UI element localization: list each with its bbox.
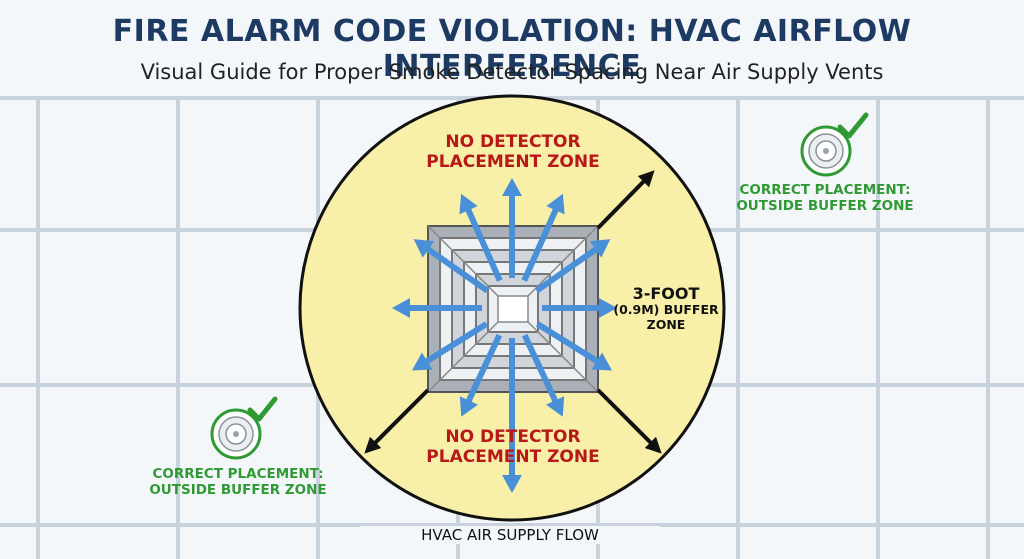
hvac-flow-label: HVAC AIR SUPPLY FLOW	[360, 526, 660, 544]
buffer-arrow-bottom-right	[596, 388, 662, 454]
airflow-arrow-icon	[521, 333, 561, 408]
buffer-radius-arrows	[364, 170, 662, 454]
smoke-detector-icon	[210, 408, 262, 460]
airflow-arrowhead	[459, 193, 478, 215]
airflow-arrowhead	[591, 352, 613, 371]
airflow-arrow-icon	[463, 333, 503, 408]
airflow-arrow-icon	[535, 321, 604, 367]
airflow-arrow-icon	[521, 203, 561, 282]
smoke-detector-icon	[800, 125, 852, 177]
airflow-arrowhead	[546, 396, 565, 417]
checkmark-icon	[837, 112, 869, 139]
airflow-arrowhead	[502, 475, 522, 493]
airflow-arrowhead	[502, 178, 522, 196]
no-detector-zone-label-top: NO DETECTOR PLACEMENT ZONE	[426, 132, 600, 172]
airflow-arrowhead	[413, 239, 435, 258]
airflow-arrowhead	[546, 193, 565, 215]
airflow-arrow-icon	[420, 321, 489, 367]
page-subtitle: Visual Guide for Proper Smoke Detector S…	[140, 60, 884, 84]
airflow-arrowhead	[589, 239, 611, 258]
buffer-arrow-bottom-left	[364, 388, 430, 454]
airflow-arrowhead	[599, 298, 617, 318]
correct-placement-label-right: CORRECT PLACEMENT: OUTSIDE BUFFER ZONE	[736, 182, 914, 214]
airflow-arrows	[392, 178, 617, 493]
airflow-arrowhead	[392, 298, 410, 318]
no-detector-zone-label-bottom: NO DETECTOR PLACEMENT ZONE	[426, 427, 600, 467]
airflow-arrow-icon	[534, 243, 603, 294]
checkmark-icon	[247, 396, 278, 422]
buffer-arrow-top-right	[596, 170, 655, 230]
buffer-zone-label: 3-FOOT (0.9M) BUFFER ZONE	[613, 284, 719, 332]
airflow-arrow-icon	[421, 243, 490, 294]
correct-placement-label-left: CORRECT PLACEMENT: OUTSIDE BUFFER ZONE	[149, 466, 327, 498]
airflow-arrowhead	[459, 396, 478, 417]
page-title: FIRE ALARM CODE VIOLATION: HVAC AIRFLOW …	[112, 14, 912, 84]
airflow-arrowhead	[411, 352, 433, 371]
airflow-arrow-icon	[463, 203, 503, 282]
